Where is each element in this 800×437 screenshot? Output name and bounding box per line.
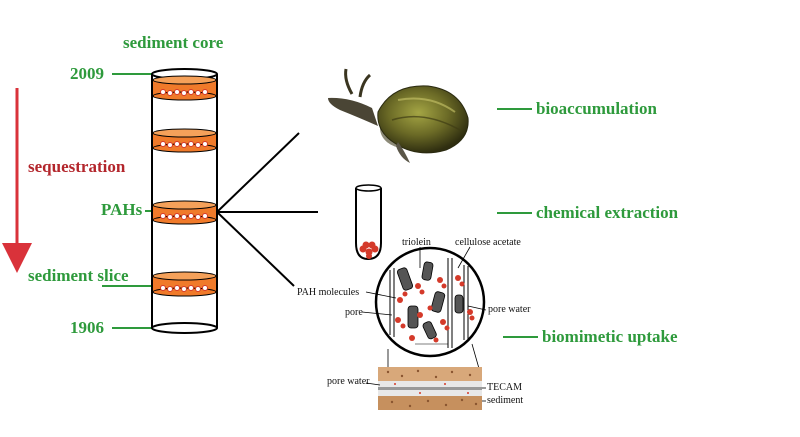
membrane-inset-circle <box>374 246 486 358</box>
inset-leader-lines <box>361 246 487 373</box>
left-label-connectors <box>102 73 156 329</box>
tecam-layer-strip <box>365 367 486 410</box>
sediment-slice-label: sediment slice <box>28 266 129 285</box>
pah-molecules-label: PAH molecules <box>297 287 360 298</box>
right-label-connectors <box>497 108 538 338</box>
sediment-slice-1 <box>152 75 217 101</box>
chemical-extraction-label: chemical extraction <box>536 203 679 222</box>
method-fan-lines <box>216 132 318 287</box>
tecam-label: TECAM <box>487 382 522 393</box>
sediment-slice-2 <box>152 128 217 153</box>
year-2009-label: 2009 <box>70 64 104 83</box>
biomimetic-uptake-label: biomimetic uptake <box>542 327 678 346</box>
pore-water-bottom-label: pore water <box>327 376 370 387</box>
sequestration-label: sequestration <box>28 157 126 176</box>
pore-water-right-label: pore water <box>488 304 531 315</box>
sediment-core-title: sediment core <box>123 33 224 52</box>
sediment-slice-4 <box>152 271 217 297</box>
sediment-inset-label: sediment <box>487 395 524 406</box>
bioaccumulation-label: bioaccumulation <box>536 99 657 118</box>
triolein-label: triolein <box>402 237 431 248</box>
year-1906-label: 1906 <box>70 318 104 337</box>
cellulose-acetate-label: cellulose acetate <box>455 237 521 248</box>
sediment-slice-pahs <box>152 200 217 225</box>
pahs-label: PAHs <box>101 200 143 219</box>
pore-label: pore <box>345 307 363 318</box>
snail-icon <box>328 68 469 163</box>
test-tube-icon <box>355 184 382 261</box>
